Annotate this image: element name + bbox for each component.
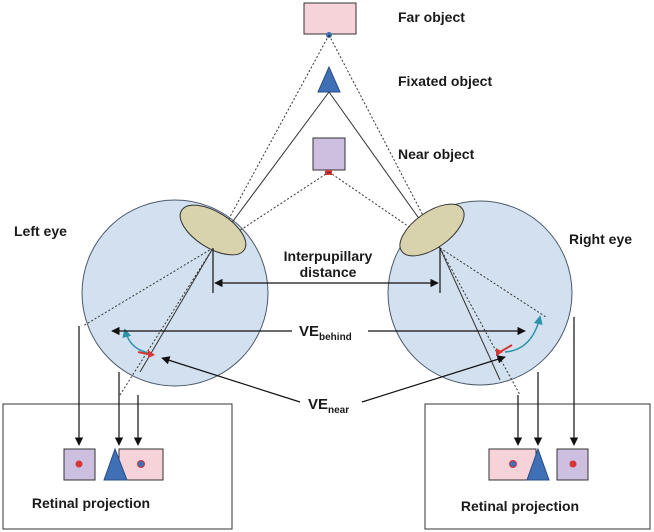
right-ve-near-point: [496, 348, 503, 356]
left-retinal-projection-label: Retinal projection: [32, 495, 150, 511]
fixated-object-label: Fixated object: [398, 73, 492, 89]
left-proj-near-dot: [75, 460, 83, 468]
left-projection-lines: [74, 326, 143, 446]
far-object-label: Far object: [398, 9, 465, 25]
far-object: [303, 2, 357, 35]
right-ve-near-mark: [499, 344, 513, 353]
fixated-object: [317, 65, 341, 93]
right-proj-near-dot: [569, 460, 577, 468]
right-projection-lines: [513, 317, 579, 446]
ve-behind-label: VEbehind: [299, 323, 352, 343]
left-lens: [179, 204, 247, 256]
right-retinal-projection-label: Retinal projection: [461, 498, 579, 514]
interpupillary-label-line2: distance: [300, 264, 357, 280]
interpupillary-label-line1: Interpupillary: [284, 248, 373, 264]
right-ve-near-arrow: [361, 355, 506, 403]
right-proj-triangle: [526, 447, 550, 481]
far-object-lines: [82, 34, 547, 327]
left-eyeball: [81, 199, 269, 387]
left-ve-behind-arc: [122, 328, 151, 354]
right-eye-label: Right eye: [569, 231, 632, 247]
left-ve-near-point: [148, 350, 155, 358]
near-object: [312, 137, 346, 171]
right-proj-far-dot: [509, 460, 517, 468]
right-ve-behind-arc: [504, 315, 543, 353]
left-ve-near-arrow: [161, 356, 301, 403]
left-eye-label: Left eye: [14, 223, 67, 239]
right-lens: [399, 203, 465, 257]
near-object-label: Near object: [398, 146, 475, 162]
left-proj-triangle: [103, 447, 128, 481]
ve-near-label: VEnear: [308, 396, 349, 416]
left-proj-far-dot: [137, 460, 145, 468]
